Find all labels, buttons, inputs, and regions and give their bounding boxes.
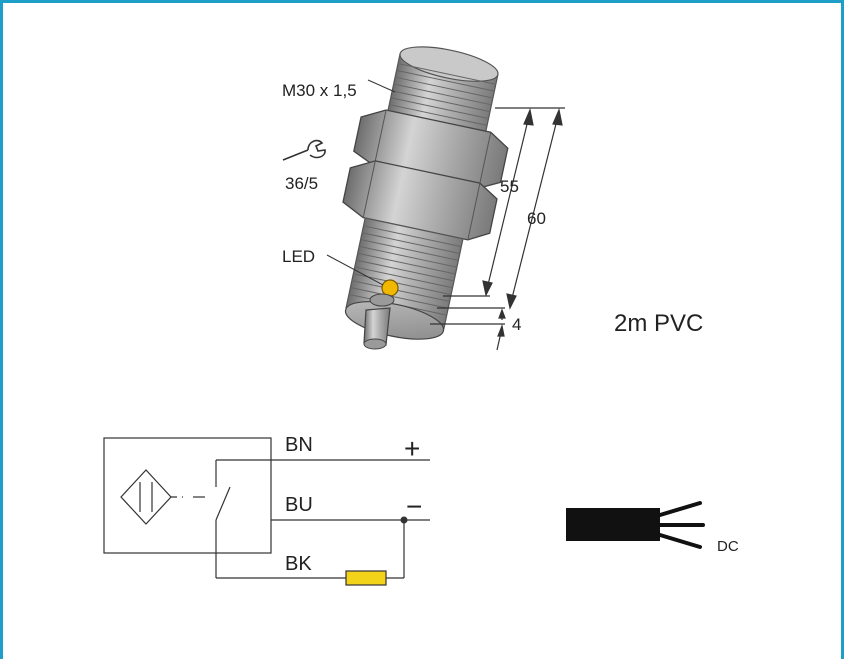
cable-icon bbox=[566, 501, 705, 549]
length-60-label: 60 bbox=[527, 209, 546, 228]
minus-sign: − bbox=[406, 491, 422, 522]
length-4-label: 4 bbox=[512, 315, 521, 334]
sensor-symbol-icon bbox=[120, 469, 205, 525]
wrench-icon bbox=[282, 139, 326, 161]
wrench-size-label: 36/5 bbox=[285, 174, 318, 193]
dimension-lines bbox=[430, 107, 565, 351]
led-label: LED bbox=[282, 247, 315, 266]
sensor-box bbox=[103, 437, 272, 554]
supply-type-label: DC bbox=[717, 538, 739, 555]
length-55-label: 55 bbox=[500, 177, 519, 196]
cable-stub bbox=[363, 293, 395, 350]
wiring-diagram bbox=[103, 437, 430, 579]
cable-label: 2m PVC bbox=[614, 310, 703, 337]
led-indicator bbox=[381, 279, 399, 297]
junction-dot bbox=[400, 516, 408, 524]
wire-bu-label: BU bbox=[285, 494, 313, 516]
load-resistor bbox=[345, 570, 387, 586]
thread-label: M30 x 1,5 bbox=[282, 81, 357, 100]
wire-bn-label: BN bbox=[285, 434, 313, 456]
plus-sign: + bbox=[404, 433, 420, 464]
wire-bk-label: BK bbox=[285, 553, 312, 575]
